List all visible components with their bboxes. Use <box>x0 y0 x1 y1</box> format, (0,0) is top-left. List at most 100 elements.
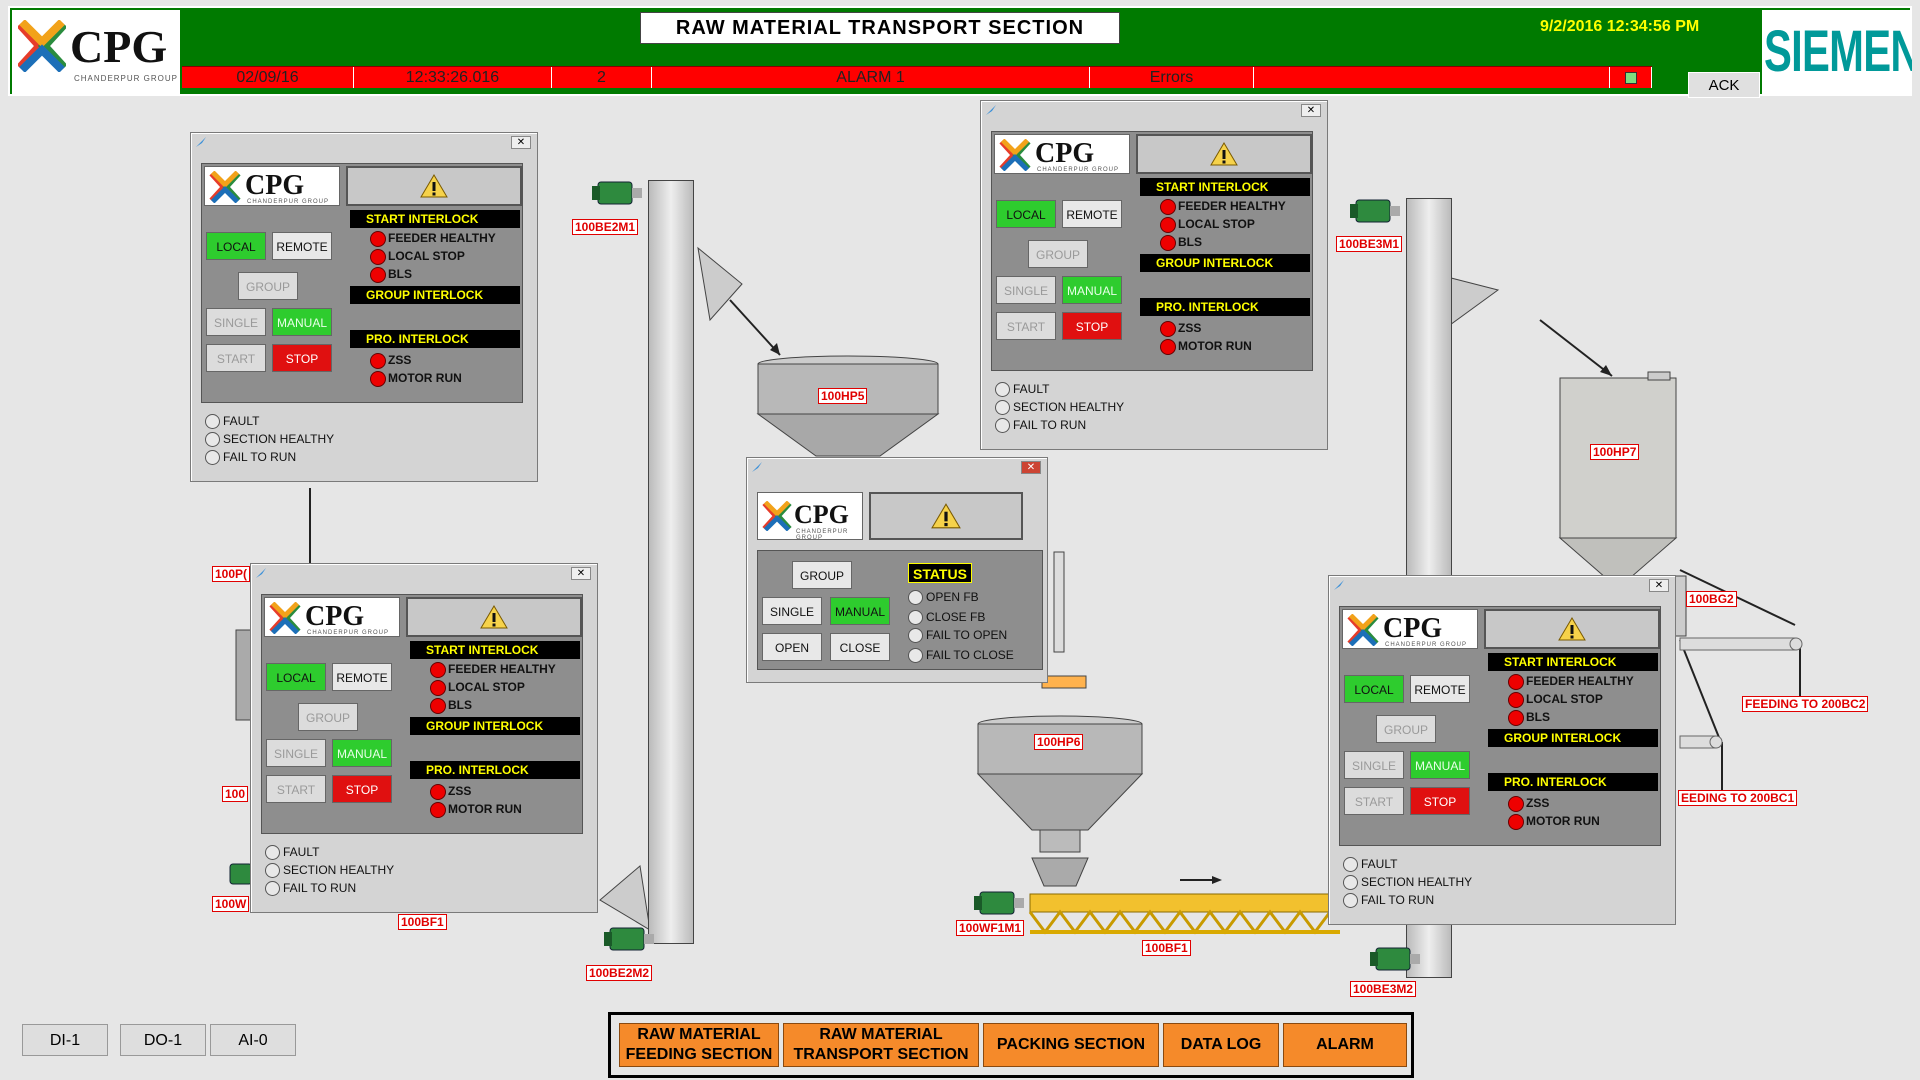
open-fb-indicator: OPEN FB <box>908 589 979 605</box>
tag-100WF1M1[interactable]: 100WF1M1 <box>956 920 1025 936</box>
group-button[interactable]: GROUP <box>1376 715 1436 743</box>
tag-100BF1-conveyor[interactable]: 100BF1 <box>1142 940 1191 956</box>
stop-button[interactable]: STOP <box>1062 312 1122 340</box>
remote-button[interactable]: REMOTE <box>332 663 392 691</box>
close-button[interactable]: ✕ <box>1021 461 1041 474</box>
single-button[interactable]: SINGLE <box>1344 751 1404 779</box>
tag-partial-100W[interactable]: 100W <box>212 896 250 912</box>
local-button[interactable]: LOCAL <box>1344 675 1404 703</box>
manual-button[interactable]: MANUAL <box>332 739 392 767</box>
tag-100BG2[interactable]: 100BG2 <box>1686 591 1737 607</box>
nav-alarm[interactable]: ALARM <box>1283 1023 1407 1067</box>
local-stop-indicator: LOCAL STOP <box>1506 691 1603 708</box>
alarm-ack-indicator[interactable] <box>1610 67 1652 88</box>
cpg-logo-subtext: CHANDERPUR GROUP <box>796 529 849 540</box>
ack-button[interactable]: ACK <box>1688 72 1760 98</box>
tag-partial-100P[interactable]: 100P( <box>212 566 251 582</box>
group-button[interactable]: GROUP <box>238 272 298 300</box>
start-button[interactable]: START <box>266 775 326 803</box>
start-button[interactable]: START <box>996 312 1056 340</box>
single-button[interactable]: SINGLE <box>206 308 266 336</box>
tag-100BE3M2[interactable]: 100BE3M2 <box>1350 981 1417 997</box>
window-titlebar[interactable]: ✕ <box>251 564 597 584</box>
alarm-date: 02/09/16 <box>182 67 354 88</box>
ack-indicator-icon <box>1625 72 1637 84</box>
manual-button[interactable]: MANUAL <box>272 308 332 336</box>
local-button[interactable]: LOCAL <box>996 200 1056 228</box>
motor-icon[interactable] <box>1370 944 1420 974</box>
local-button[interactable]: LOCAL <box>206 232 266 260</box>
tag-100HP7[interactable]: 100HP7 <box>1590 444 1640 460</box>
open-button[interactable]: OPEN <box>762 633 822 661</box>
tag-partial-100[interactable]: 100 <box>222 786 249 802</box>
tag-feeding-200BC1[interactable]: EEDING TO 200BC1 <box>1678 790 1798 806</box>
stop-button[interactable]: STOP <box>332 775 392 803</box>
close-button[interactable]: ✕ <box>1301 104 1321 117</box>
tag-100BE2M1[interactable]: 100BE2M1 <box>572 219 639 235</box>
nav-feeding-section[interactable]: RAW MATERIAL FEEDING SECTION <box>619 1023 779 1067</box>
local-button[interactable]: LOCAL <box>266 663 326 691</box>
tag-100HP5[interactable]: 100HP5 <box>818 388 868 404</box>
bls-indicator: BLS <box>1506 709 1550 726</box>
group-button[interactable]: GROUP <box>792 561 852 589</box>
tag-100BF1[interactable]: 100BF1 <box>398 914 447 930</box>
single-button[interactable]: SINGLE <box>762 597 822 625</box>
motor-popup-100BE3M1[interactable]: ✕ CPG CHANDERPUR GROUP LOCAL REMOTE GROU… <box>980 100 1328 450</box>
close-button[interactable]: ✕ <box>1649 579 1669 592</box>
cpg-logo: CPG CHANDERPUR GROUP <box>994 134 1130 174</box>
tag-100HP6[interactable]: 100HP6 <box>1034 734 1084 750</box>
window-titlebar[interactable]: ✕ <box>747 458 1047 478</box>
group-button[interactable]: GROUP <box>1028 240 1088 268</box>
feeder-healthy-indicator: FEEDER HEALTHY <box>1506 673 1634 690</box>
group-button[interactable]: GROUP <box>298 703 358 731</box>
single-button[interactable]: SINGLE <box>996 276 1056 304</box>
fail-to-run-indicator: FAIL TO RUN <box>205 449 296 465</box>
start-button[interactable]: START <box>206 344 266 372</box>
stop-button[interactable]: STOP <box>1410 787 1470 815</box>
tag-100BE2M2[interactable]: 100BE2M2 <box>586 965 653 981</box>
start-interlock-header: START INTERLOCK <box>410 641 580 659</box>
motor-popup-100BF1[interactable]: ✕ CPG CHANDERPUR GROUP LOCAL REMOTE GROU… <box>250 563 598 913</box>
bucket-elevator-100BE2[interactable] <box>648 180 694 944</box>
motor-icon[interactable] <box>604 924 654 954</box>
window-titlebar[interactable]: ✕ <box>981 101 1327 121</box>
remote-button[interactable]: REMOTE <box>1062 200 1122 228</box>
motor-popup-100BE3M2[interactable]: ✕ CPG CHANDERPUR GROUP LOCAL REMOTE GROU… <box>1328 575 1676 925</box>
single-button[interactable]: SINGLE <box>266 739 326 767</box>
close-gate-button[interactable]: CLOSE <box>830 633 890 661</box>
manual-button[interactable]: MANUAL <box>830 597 890 625</box>
cpg-logo-subtext: CHANDERPUR GROUP <box>247 199 330 205</box>
gate-popup[interactable]: ✕ CPG CHANDERPUR GROUP GROUP SINGLE MANU… <box>746 457 1048 683</box>
warning-icon <box>931 503 961 529</box>
fail-to-open-indicator: FAIL TO OPEN <box>908 627 1007 643</box>
close-button[interactable]: ✕ <box>571 567 591 580</box>
remote-button[interactable]: REMOTE <box>1410 675 1470 703</box>
motor-icon[interactable] <box>974 888 1024 918</box>
window-titlebar[interactable]: ✕ <box>1329 576 1675 596</box>
alarm-banner[interactable]: 02/09/16 12:33:26.016 2 ALARM 1 Errors <box>182 66 1652 88</box>
window-app-icon <box>196 137 206 147</box>
tag-feeding-200BC2[interactable]: FEEDING TO 200BC2 <box>1742 696 1869 712</box>
window-titlebar[interactable]: ✕ <box>191 133 537 153</box>
motor-icon[interactable] <box>592 178 642 208</box>
zss-indicator: ZSS <box>368 352 411 369</box>
nav-packing-section[interactable]: PACKING SECTION <box>983 1023 1159 1067</box>
start-interlock-header: START INTERLOCK <box>350 210 520 228</box>
start-button[interactable]: START <box>1344 787 1404 815</box>
cpg-logo-text: CPG <box>1035 138 1095 169</box>
tag-100BE3M1[interactable]: 100BE3M1 <box>1336 236 1403 252</box>
di-button[interactable]: DI-1 <box>22 1024 108 1056</box>
motor-icon[interactable] <box>1350 196 1400 226</box>
manual-button[interactable]: MANUAL <box>1410 751 1470 779</box>
nav-data-log[interactable]: DATA LOG <box>1163 1023 1279 1067</box>
do-button[interactable]: DO-1 <box>120 1024 206 1056</box>
close-button[interactable]: ✕ <box>511 136 531 149</box>
remote-button[interactable]: REMOTE <box>272 232 332 260</box>
motor-run-indicator: MOTOR RUN <box>368 370 462 387</box>
fail-to-close-indicator: FAIL TO CLOSE <box>908 647 1014 663</box>
nav-transport-section[interactable]: RAW MATERIAL TRANSPORT SECTION <box>783 1023 979 1067</box>
stop-button[interactable]: STOP <box>272 344 332 372</box>
motor-popup-100BE2M1[interactable]: ✕ CPG CHANDERPUR GROUP LOCAL REMOTE GROU… <box>190 132 538 482</box>
manual-button[interactable]: MANUAL <box>1062 276 1122 304</box>
ai-button[interactable]: AI-0 <box>210 1024 296 1056</box>
